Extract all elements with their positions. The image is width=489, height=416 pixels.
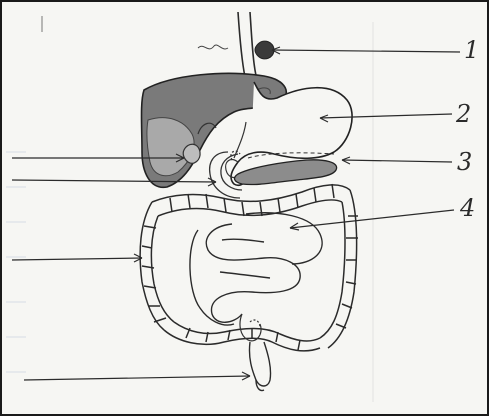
caecum [240,314,261,341]
label-2: 2 [455,100,471,128]
label-4: 4 [459,194,475,222]
small-intestine [190,213,322,325]
large-intestine [140,184,358,351]
rectum [249,342,270,391]
label-3: 3 [457,148,472,176]
scribble [198,45,228,49]
cardiac-sphincter-blot [255,41,274,59]
label-1: 1 [464,36,479,64]
oesophagus [238,12,257,80]
